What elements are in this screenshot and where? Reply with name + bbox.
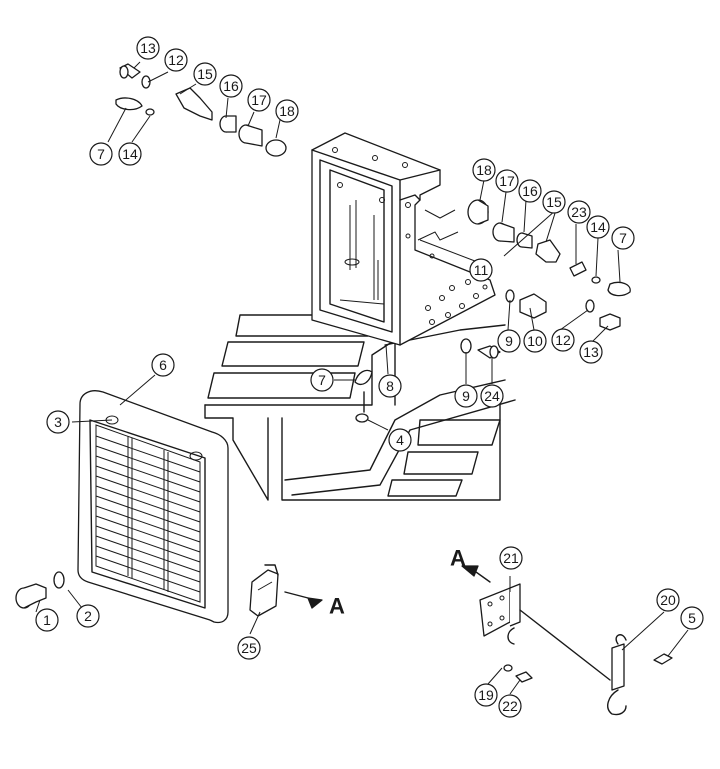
callout-20: 20	[656, 588, 680, 612]
svg-text:13: 13	[583, 344, 599, 360]
leader-lines	[35, 61, 689, 695]
svg-text:25: 25	[241, 640, 257, 656]
callout-14-top-left: 14	[118, 142, 142, 166]
callout-2: 2	[76, 604, 100, 628]
svg-text:5: 5	[688, 610, 696, 626]
callout-22: 22	[498, 694, 522, 718]
callout-7-right: 7	[611, 226, 635, 250]
svg-text:3: 3	[54, 414, 62, 430]
callout-18-right: 18	[472, 158, 496, 182]
callout-7-top-left: 7	[89, 142, 113, 166]
svg-text:16: 16	[522, 183, 538, 199]
svg-text:4: 4	[396, 432, 404, 448]
callout-12-right: 12	[551, 328, 575, 352]
latch-25	[249, 564, 323, 617]
callout-3: 3	[46, 410, 70, 434]
hood-outline-panels	[204, 314, 516, 501]
grille-slats	[95, 435, 201, 593]
svg-text:13: 13	[140, 40, 156, 56]
ref-label-a-left: A	[450, 546, 466, 571]
svg-text:7: 7	[318, 372, 326, 388]
callout-11: 11	[469, 258, 493, 282]
callout-19: 19	[474, 683, 498, 707]
svg-text:23: 23	[571, 204, 587, 220]
callout-15-right: 15	[542, 190, 566, 214]
callout-9-upper: 9	[497, 329, 521, 353]
fastener-stack-top-left	[115, 63, 287, 157]
callout-9-lower: 9	[454, 384, 478, 408]
svg-text:8: 8	[386, 378, 394, 394]
svg-text:19: 19	[478, 687, 494, 703]
ref-label-a-right: A	[329, 594, 345, 619]
svg-text:14: 14	[122, 146, 138, 162]
housing-box	[311, 132, 496, 346]
callout-14-right: 14	[586, 215, 610, 239]
svg-text:9: 9	[505, 333, 513, 349]
callout-16-top-left: 16	[219, 74, 243, 98]
svg-text:22: 22	[502, 698, 518, 714]
callout-13-top-left: 13	[136, 36, 160, 60]
callout-15-top-left: 15	[193, 62, 217, 86]
svg-text:16: 16	[223, 78, 239, 94]
svg-text:9: 9	[462, 388, 470, 404]
svg-text:11: 11	[474, 262, 489, 278]
bolt-1-washer-2	[15, 571, 65, 609]
svg-text:20: 20	[660, 592, 676, 608]
svg-text:12: 12	[555, 332, 571, 348]
callout-12-top-left: 12	[164, 48, 188, 72]
svg-text:7: 7	[97, 146, 105, 162]
callout-17-right: 17	[495, 169, 519, 193]
callout-4: 4	[388, 428, 412, 452]
callout-6: 6	[151, 353, 175, 377]
callout-17-top-left: 17	[247, 88, 271, 112]
callouts: 1 2 3 4 5 6 7 7 7 8 9 9 10 11 12 12 13 1…	[35, 36, 704, 718]
svg-text:21: 21	[503, 550, 519, 566]
svg-text:12: 12	[168, 52, 184, 68]
callout-8: 8	[378, 374, 402, 398]
callout-5: 5	[680, 606, 704, 630]
center-parts-7-8-4	[354, 369, 373, 423]
svg-text:2: 2	[84, 608, 92, 624]
svg-text:18: 18	[279, 103, 295, 119]
svg-text:24: 24	[484, 388, 500, 404]
callout-13-right: 13	[579, 340, 603, 364]
callout-7-center: 7	[310, 368, 334, 392]
svg-text:17: 17	[499, 173, 515, 189]
hinge-assembly	[461, 565, 673, 716]
callout-1: 1	[35, 608, 59, 632]
fastener-stack-right	[460, 199, 631, 359]
grille	[77, 390, 229, 624]
callout-25: 25	[237, 636, 261, 660]
svg-text:10: 10	[527, 333, 543, 349]
svg-text:14: 14	[590, 219, 606, 235]
svg-text:7: 7	[619, 230, 627, 246]
callout-23: 23	[567, 200, 591, 224]
svg-text:17: 17	[251, 92, 267, 108]
svg-text:18: 18	[476, 162, 492, 178]
callout-10: 10	[523, 329, 547, 353]
svg-text:6: 6	[159, 357, 167, 373]
callout-24: 24	[480, 384, 504, 408]
callout-21: 21	[499, 546, 523, 570]
callout-16-right: 16	[518, 179, 542, 203]
svg-text:15: 15	[197, 66, 213, 82]
callout-18-top-left: 18	[275, 99, 299, 123]
svg-text:1: 1	[43, 612, 51, 628]
svg-text:15: 15	[546, 194, 562, 210]
